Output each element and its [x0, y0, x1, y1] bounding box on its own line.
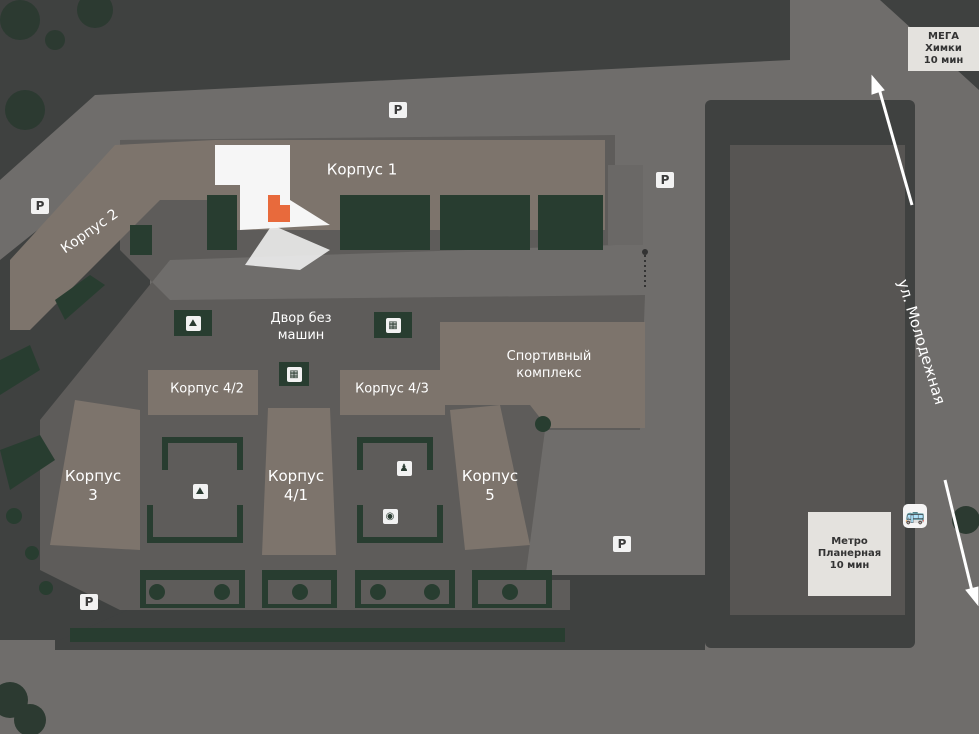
mega-title: МЕГА Химки	[925, 31, 962, 54]
korpus-4-3-building	[340, 370, 445, 415]
workout-icon: ◉	[371, 503, 409, 529]
korpus-2-building	[10, 140, 215, 330]
view-cone	[245, 225, 330, 270]
parking-icon: P	[613, 536, 631, 552]
korpus-4-1-label: Корпус 4/1	[268, 467, 324, 505]
sports-line2: комплекс	[516, 366, 582, 381]
korpus-4-1-building	[262, 408, 336, 555]
courtyard-line1: Двор без	[270, 311, 332, 326]
korpus-4-3-label: Корпус 4/3	[355, 381, 429, 397]
parking-icon: P	[656, 172, 674, 188]
parking-icon: P	[389, 102, 407, 118]
sports-line1: Спортивный	[506, 349, 592, 364]
apartment-marker	[268, 195, 290, 222]
metro-title: Метро	[831, 536, 868, 547]
korpus-3-line1: Корпус	[64, 467, 122, 485]
parking-icon: P	[80, 594, 98, 610]
korpus-5-line1: Корпус	[461, 467, 519, 485]
bus-icon: 🚌	[903, 504, 927, 528]
metro-station: Планерная	[817, 548, 882, 559]
korpus-5-label: Корпус 5	[462, 467, 518, 505]
korpus-4-2-building	[148, 370, 258, 415]
metro-time: 10 мин	[829, 560, 870, 571]
chess-icon: ♟	[385, 455, 423, 481]
green-patches	[0, 195, 603, 490]
korpus-4-2-label: Корпус 4/2	[170, 381, 244, 397]
courtyard-hedges	[147, 437, 443, 543]
arrow-icon	[871, 74, 979, 607]
sports-complex-label: Спортивный комплекс	[507, 348, 592, 382]
korpus-3-building	[50, 400, 140, 550]
highlighted-section	[215, 145, 330, 230]
korpus-group	[50, 322, 645, 555]
metro-box: Метро Планерная 10 мин	[808, 512, 891, 596]
playground-icon: ⛰	[174, 310, 212, 336]
korpus-5-building	[450, 405, 530, 550]
workout-icon: ▦	[279, 362, 309, 386]
korpus-1-label: Корпус 1	[326, 160, 398, 179]
korpus-4-1-line1: Корпус	[267, 467, 325, 485]
korpus-3-line2: 3	[88, 486, 98, 504]
sports-complex-building	[440, 322, 645, 428]
mega-khimki-box: МЕГА Химки 10 мин	[908, 27, 979, 71]
playground-icon: ⛰	[181, 478, 219, 504]
korpus-4-1-line2: 4/1	[283, 486, 309, 504]
korpus-3-label: Корпус 3	[65, 467, 121, 505]
mega-time: 10 мин	[923, 55, 964, 66]
courtyard-label: Двор без машин	[270, 310, 331, 344]
parking-icon: P	[31, 198, 49, 214]
korpus-5-line2: 5	[485, 486, 495, 504]
sports-ground-icon: ▦	[374, 312, 412, 338]
courtyard-line2: машин	[277, 328, 325, 343]
